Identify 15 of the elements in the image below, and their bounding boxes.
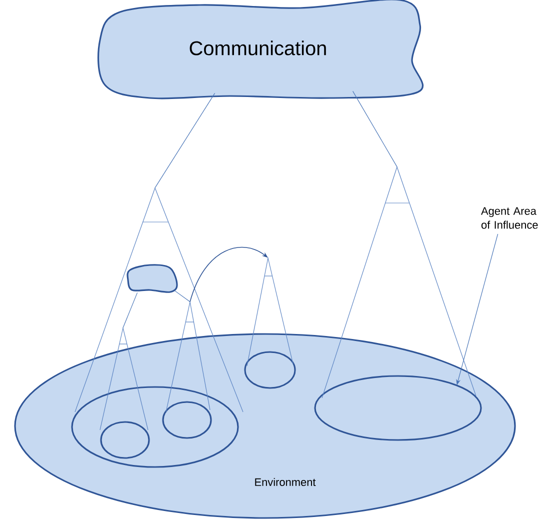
callout-text: Agent Area of Influence: [481, 207, 538, 229]
cone: [166, 300, 210, 412]
connector-line: [174, 290, 190, 302]
cloud-shape: [126, 264, 178, 293]
cone: [100, 326, 148, 430]
agent-ellipse: [314, 375, 482, 441]
cone: [74, 187, 244, 412]
agent-circle: [244, 351, 296, 389]
connector-line: [122, 292, 138, 328]
agent-ellipse: [71, 386, 239, 468]
cone: [246, 256, 294, 366]
agent-circle: [162, 401, 212, 439]
agent-circle: [100, 421, 150, 459]
curved-arrow: [190, 247, 268, 302]
cone: [322, 166, 476, 398]
